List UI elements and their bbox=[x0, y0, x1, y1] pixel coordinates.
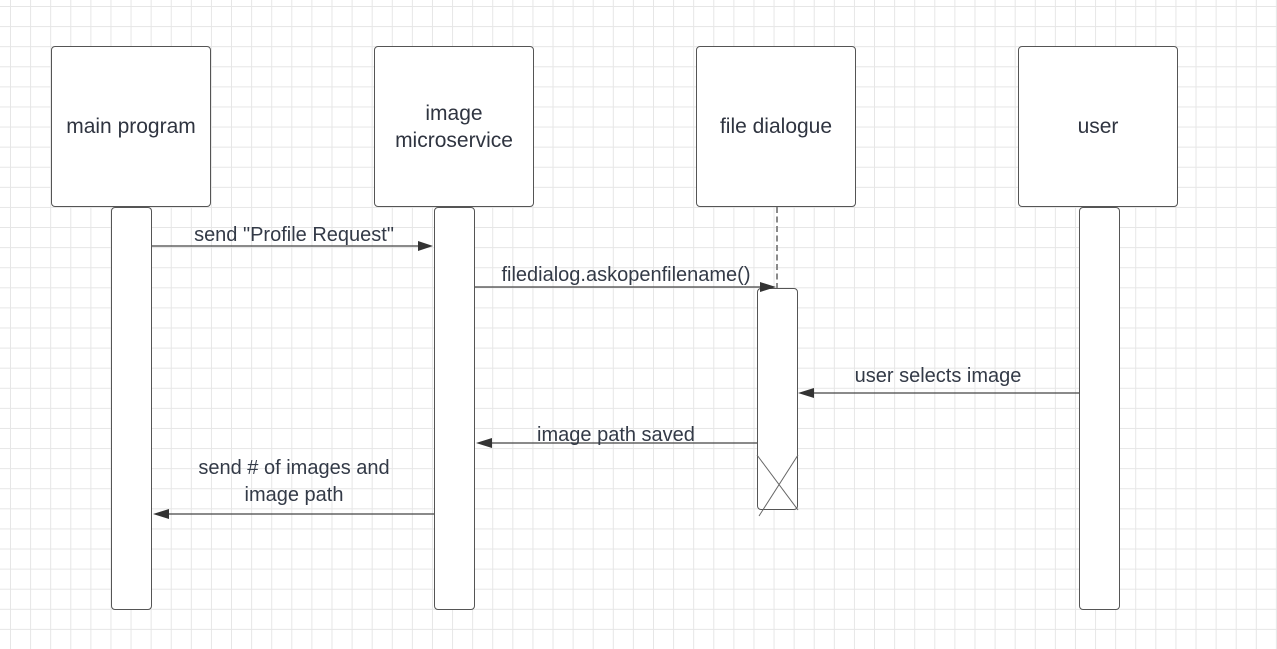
participant-user[interactable]: user bbox=[1018, 46, 1178, 207]
participant-label: user bbox=[1077, 115, 1119, 138]
message-label-image-path-saved: image path saved bbox=[537, 424, 695, 446]
activation-image-microservice[interactable] bbox=[434, 207, 475, 610]
participant-label: main program bbox=[66, 115, 196, 138]
message-label-user-selects-image: user selects image bbox=[854, 365, 1022, 387]
activation-main-program[interactable] bbox=[111, 207, 152, 610]
lifeline-file-dialogue bbox=[776, 207, 778, 289]
participant-main-program[interactable]: main program bbox=[51, 46, 211, 207]
activation-file-dialogue[interactable] bbox=[757, 288, 798, 510]
participant-label: image microservice bbox=[395, 101, 513, 152]
message-label-send-images-line1: send # of images and bbox=[198, 457, 390, 479]
message-label-askopenfilename: filedialog.askopenfilename() bbox=[501, 264, 751, 286]
activation-user[interactable] bbox=[1079, 207, 1120, 610]
participant-file-dialogue[interactable]: file dialogue bbox=[696, 46, 856, 207]
participant-image-microservice[interactable]: image microservice bbox=[374, 46, 534, 207]
message-label-send-images-line2: image path bbox=[244, 484, 344, 506]
arrow-send-images-and-path bbox=[153, 509, 434, 519]
participant-label: file dialogue bbox=[719, 115, 833, 138]
message-label-send-profile-request: send "Profile Request" bbox=[194, 224, 394, 246]
